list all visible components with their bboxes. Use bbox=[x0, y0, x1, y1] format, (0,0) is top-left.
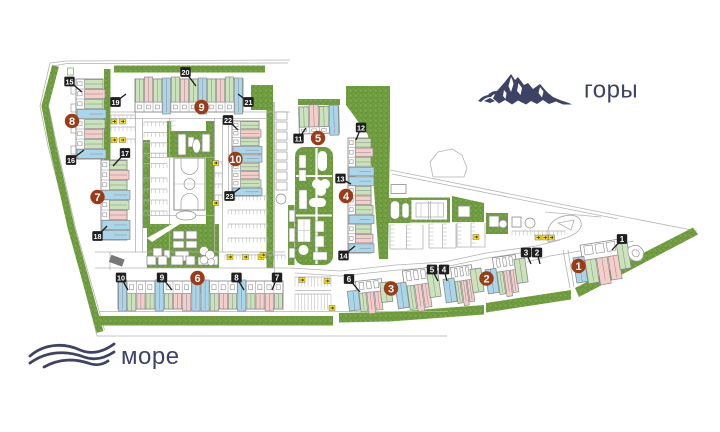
svg-text:18: 18 bbox=[94, 232, 102, 241]
svg-text:12: 12 bbox=[357, 123, 365, 132]
svg-text:5: 5 bbox=[430, 265, 435, 274]
svg-text:9: 9 bbox=[160, 273, 165, 282]
svg-text:20: 20 bbox=[182, 68, 190, 77]
svg-text:6: 6 bbox=[194, 273, 200, 285]
svg-text:8: 8 bbox=[69, 116, 75, 128]
svg-text:17: 17 bbox=[121, 149, 129, 158]
svg-text:9: 9 bbox=[198, 102, 204, 114]
svg-text:15: 15 bbox=[66, 77, 74, 86]
svg-text:19: 19 bbox=[112, 98, 120, 107]
svg-text:21: 21 bbox=[245, 98, 253, 107]
svg-text:горы: горы bbox=[584, 77, 638, 104]
svg-text:1: 1 bbox=[620, 235, 625, 244]
svg-text:22: 22 bbox=[224, 116, 232, 125]
svg-text:7: 7 bbox=[94, 192, 100, 204]
svg-text:6: 6 bbox=[347, 275, 352, 284]
svg-text:4: 4 bbox=[442, 265, 447, 274]
svg-text:16: 16 bbox=[67, 156, 75, 165]
svg-text:13: 13 bbox=[337, 174, 345, 183]
svg-text:14: 14 bbox=[340, 251, 348, 260]
svg-text:2: 2 bbox=[535, 248, 540, 257]
svg-text:3: 3 bbox=[388, 283, 394, 295]
svg-text:23: 23 bbox=[226, 192, 234, 201]
svg-text:5: 5 bbox=[315, 133, 321, 145]
svg-text:3: 3 bbox=[524, 248, 529, 257]
svg-text:море: море bbox=[121, 343, 180, 370]
svg-text:7: 7 bbox=[275, 273, 280, 282]
svg-text:1: 1 bbox=[575, 261, 581, 273]
svg-text:10: 10 bbox=[229, 154, 241, 166]
svg-text:4: 4 bbox=[343, 191, 350, 203]
svg-text:2: 2 bbox=[483, 273, 489, 285]
svg-text:11: 11 bbox=[295, 134, 303, 143]
svg-text:10: 10 bbox=[117, 273, 125, 282]
svg-text:8: 8 bbox=[234, 273, 239, 282]
